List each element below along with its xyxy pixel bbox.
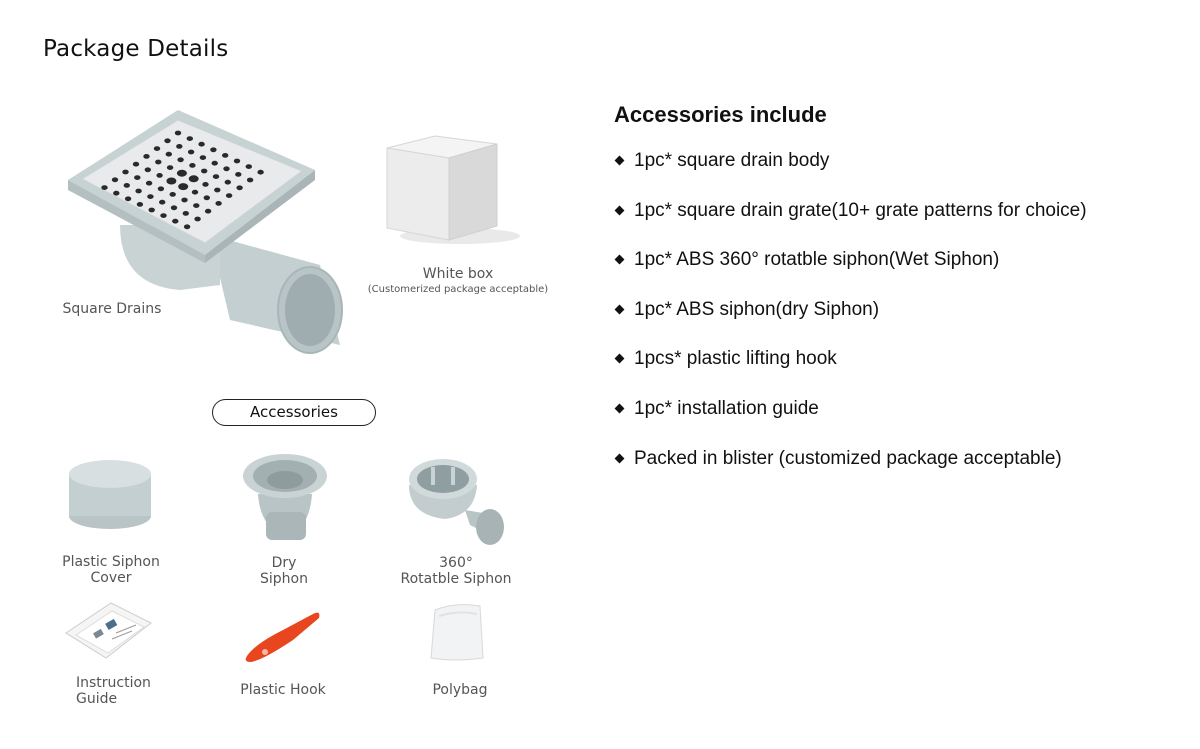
grate-hole: [204, 208, 212, 214]
grate-hole: [166, 165, 174, 170]
grate-hole: [215, 201, 222, 206]
grate-hole: [203, 195, 210, 201]
grate-hole: [186, 136, 193, 141]
grate-hole: [214, 187, 221, 193]
accessories-include-list: 1pc* square drain body 1pc* square drain…: [614, 150, 1087, 497]
grate-hole: [183, 224, 191, 230]
grate-hole: [144, 167, 151, 173]
diamond-bullet-icon: [614, 205, 625, 216]
grate-hole: [202, 182, 209, 187]
grate-hole: [160, 213, 167, 218]
grate-hole: [166, 177, 177, 185]
grate-hole: [153, 146, 161, 151]
diamond-bullet-icon: [614, 304, 625, 315]
diamond-bullet-icon: [614, 155, 625, 166]
rotatable-siphon-label: 360° Rotatble Siphon: [400, 555, 512, 587]
grate-hole: [245, 164, 252, 169]
instruction-guide-image: [65, 602, 152, 659]
grate-hole: [122, 169, 129, 175]
instruction-guide-label: Instruction Guide: [76, 675, 151, 707]
accessories-include-heading: Accessories include: [614, 102, 827, 127]
grate-hole: [181, 197, 188, 203]
grate-hole: [189, 163, 196, 168]
grate-hole: [170, 205, 178, 211]
square-drains-label: Square Drains: [62, 301, 162, 317]
grate-hole: [193, 203, 200, 208]
siphon-cover-image: [69, 460, 151, 529]
grate-hole: [199, 155, 207, 160]
grate-hole: [174, 130, 182, 136]
grate-hole: [172, 218, 179, 224]
grate-hole: [157, 186, 165, 192]
grate-hole: [182, 211, 189, 216]
grate-hole: [235, 172, 242, 177]
grate-hole: [211, 160, 218, 166]
grate-hole: [147, 194, 154, 199]
grate-hole: [123, 183, 130, 188]
diamond-bullet-icon: [614, 353, 625, 364]
grate-hole: [225, 193, 233, 198]
grate-hole: [113, 190, 120, 196]
grate-hole: [155, 159, 162, 165]
list-item: 1pc* installation guide: [614, 398, 1087, 448]
dry-siphon-image: [243, 454, 327, 540]
grate-hole: [187, 149, 195, 155]
grate-hole: [233, 158, 241, 164]
white-box-note: (Customerized package acceptable): [367, 284, 549, 295]
list-item: 1pc* ABS siphon(dry Siphon): [614, 299, 1087, 349]
rotatable-siphon-image: [409, 459, 504, 545]
grate-hole: [169, 192, 176, 197]
siphon-cover-label: Plastic Siphon Cover: [62, 554, 160, 586]
dry-siphon-label: Dry Siphon: [260, 555, 308, 587]
grate-hole: [191, 189, 199, 195]
grate-hole: [176, 169, 187, 177]
grate-hole: [111, 177, 119, 183]
list-item: 1pc* square drain grate(10+ grate patter…: [614, 200, 1087, 250]
grate-hole: [135, 188, 142, 194]
grate-hole: [176, 144, 183, 149]
white-box-label: White box: [422, 266, 494, 282]
grate-hole: [134, 175, 141, 180]
grate-hole: [124, 196, 132, 202]
polybag-image: [430, 604, 484, 661]
diamond-bullet-icon: [614, 254, 625, 265]
grate-hole: [236, 185, 243, 191]
plastic-hook-image: [245, 612, 320, 662]
grate-hole: [198, 141, 205, 147]
grate-hole: [178, 183, 189, 191]
grate-hole: [223, 166, 230, 172]
plastic-hook-label: Plastic Hook: [240, 682, 326, 698]
diamond-bullet-icon: [614, 403, 625, 414]
grate-hole: [177, 157, 184, 163]
grate-hole: [222, 153, 229, 158]
diamond-bullet-icon: [614, 453, 625, 464]
polybag-label: Polybag: [432, 682, 488, 698]
grate-hole: [143, 154, 150, 159]
grate-hole: [156, 173, 163, 178]
grate-hole: [188, 175, 199, 183]
white-box-image: [386, 135, 520, 244]
grate-hole: [164, 138, 171, 144]
list-item: 1pc* square drain body: [614, 150, 1087, 200]
grate-hole: [257, 169, 264, 175]
page-title: Package Details: [43, 36, 229, 62]
list-item: Packed in blister (customized package ac…: [614, 448, 1087, 498]
grate-hole: [210, 147, 217, 153]
grate-hole: [165, 151, 172, 157]
grate-hole: [212, 174, 220, 179]
grate-hole: [132, 161, 140, 167]
square-drain-image: [68, 110, 343, 354]
list-item: 1pc* ABS 360° rotatble siphon(Wet Siphon…: [614, 249, 1087, 299]
grate-hole: [201, 168, 208, 174]
grate-hole: [224, 179, 231, 185]
grate-hole: [159, 199, 166, 205]
grate-hole: [148, 207, 155, 213]
grate-hole: [194, 216, 201, 222]
grate-hole: [136, 202, 144, 207]
grate-hole: [246, 177, 254, 183]
accessories-label: Accessories: [212, 399, 376, 426]
list-item: 1pcs* plastic lifting hook: [614, 348, 1087, 398]
grate-hole: [145, 180, 153, 186]
grate-hole: [101, 185, 108, 190]
